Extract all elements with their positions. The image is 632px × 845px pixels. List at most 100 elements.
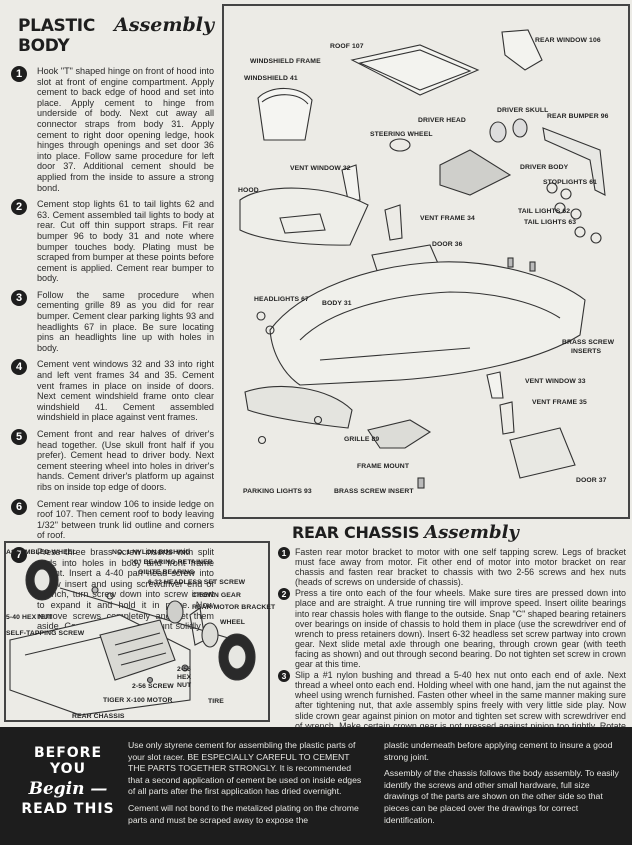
hex-nut-part xyxy=(181,664,189,672)
body-cockpit-outline xyxy=(299,291,561,341)
rear-bumper-part xyxy=(542,127,606,196)
body-step: 1 Hook "T" shaped hinge on front of hood … xyxy=(8,66,214,193)
label-hex-nut-5-40: 5-40 HEX NUT xyxy=(6,614,53,621)
step-text: Cement vent windows 32 and 33 into right… xyxy=(37,359,214,423)
step-number: 4 xyxy=(11,359,27,376)
step-text: Press a tire onto each of the four wheel… xyxy=(295,588,626,670)
rear-chassis-title-bold: REAR CHASSIS xyxy=(292,523,420,542)
label-hood: HOOD xyxy=(238,187,259,194)
label-tail-lights-62: TAIL LIGHTS 62 xyxy=(518,208,571,215)
stoplight-part xyxy=(560,188,572,200)
tail-light-part xyxy=(574,226,586,238)
label-headless-set-screw: 6-32 HEADLESS SET SCREW xyxy=(148,579,246,586)
label-oilite-bearing: OILITE BEARING xyxy=(138,569,195,576)
step-text: Follow the same procedure when cementing… xyxy=(37,289,214,353)
nylon-bushing-part xyxy=(91,586,99,594)
label-vent-frame-35: VENT FRAME 35 xyxy=(532,399,587,406)
step-number: 7 xyxy=(11,546,27,563)
body-step: 4 Cement vent windows 32 and 33 into righ… xyxy=(8,359,214,423)
footer-paragraph: plastic underneath before applying cemen… xyxy=(384,740,613,762)
windshield-frame-part xyxy=(261,94,309,105)
headlight-part xyxy=(265,325,275,335)
footer-column-left: Use only styrene cement for assembling t… xyxy=(128,740,366,831)
rear-window-part xyxy=(501,29,543,71)
label-roof: ROOF 107 xyxy=(330,43,364,50)
step-number: 3 xyxy=(11,289,27,306)
label-tire: TIRE xyxy=(208,698,224,705)
assembled-wheel-hub xyxy=(33,568,51,592)
label-hex-nut-2-56-line3: NUT xyxy=(177,682,192,689)
label-rear-bumper: REAR BUMPER 96 xyxy=(547,113,609,120)
roof-inner-outline xyxy=(358,49,472,91)
steering-wheel-part xyxy=(389,138,411,152)
step-number: 2 xyxy=(11,199,27,216)
label-rear-motor-bracket: REAR MOTOR BRACKET xyxy=(192,604,276,611)
step-number: 1 xyxy=(11,66,27,82)
tail-light-part xyxy=(570,208,582,220)
step-text: Cement rear window 106 to inside ledge o… xyxy=(37,498,214,541)
read-this-text: READ THIS xyxy=(21,801,115,817)
label-parking-lights: PARKING LIGHTS 93 xyxy=(243,488,312,495)
label-screw-2-56: 2-56 SCREW xyxy=(132,683,174,690)
label-wheel: WHEEL xyxy=(220,619,246,626)
rear-chassis-title-script: Assembly xyxy=(424,522,519,543)
label-vent-frame-34: VENT FRAME 34 xyxy=(420,215,475,222)
label-rear-window: REAR WINDOW 106 xyxy=(535,37,601,44)
driver-body-part xyxy=(439,149,512,196)
driver-head-part xyxy=(489,121,507,143)
windshield-part xyxy=(257,87,313,141)
label-brass-screw-inserts: BRASS SCREW xyxy=(562,339,615,346)
tire-hub xyxy=(227,644,247,670)
label-windshield-frame: WINDSHIELD FRAME xyxy=(250,58,321,65)
hood-part xyxy=(239,187,369,246)
label-tail-lights-63: TAIL LIGHTS 63 xyxy=(524,219,577,226)
label-stoplights: STOPLIGHTS 61 xyxy=(543,179,598,186)
step-number: 5 xyxy=(11,429,27,445)
label-bearing-retainer: "C" BEARING RETAINER xyxy=(130,559,213,566)
chassis-diagram-frame xyxy=(4,541,270,722)
step-number: 1 xyxy=(278,547,290,559)
begin-text: Begin — xyxy=(28,779,108,799)
plastic-body-instructions: PLASTIC BODY Assembly 1 Hook "T" shaped h… xyxy=(8,14,214,648)
before-you-text: BEFORE YOU xyxy=(33,745,103,777)
body-diagram-frame xyxy=(222,4,630,519)
plastic-body-title: PLASTIC BODY Assembly xyxy=(18,14,214,56)
label-frame-mount: FRAME MOUNT xyxy=(357,463,410,470)
label-hex-nut-2-56-line2: HEX xyxy=(177,674,192,681)
door-part xyxy=(509,427,576,479)
plastic-body-title-bold: PLASTIC BODY xyxy=(18,16,95,56)
label-vent-window-32: VENT WINDOW 32 xyxy=(290,165,351,172)
bearing-retainer-part xyxy=(106,592,114,600)
label-vent-window-33: VENT WINDOW 33 xyxy=(525,378,586,385)
step-number: 6 xyxy=(11,498,27,515)
body-step: 5 Cement front and rear halves of driver'… xyxy=(8,429,214,493)
car-body-part xyxy=(269,261,586,386)
tail-light-part xyxy=(590,232,602,244)
label-headlights: HEADLIGHTS 67 xyxy=(254,296,309,303)
step-text: Hook "T" shaped hinge on front of hood i… xyxy=(37,66,214,193)
screw-part xyxy=(146,676,154,684)
label-steering-wheel: STEERING WHEEL xyxy=(370,131,433,138)
label-rear-chassis: REAR CHASSIS xyxy=(72,713,125,720)
label-driver-skull: DRIVER SKULL xyxy=(497,107,549,114)
label-self-tapping-screw: SELF-TAPPING SCREW xyxy=(6,630,85,637)
label-driver-body: DRIVER BODY xyxy=(520,164,569,171)
label-grille: GRILLE 89 xyxy=(344,436,380,443)
brass-screw-insert-part xyxy=(507,257,514,268)
footer-column-right: plastic underneath before applying cemen… xyxy=(384,740,620,831)
vent-window-part xyxy=(486,371,504,399)
label-windshield: WINDSHIELD 41 xyxy=(244,75,298,82)
label-brass-screw-insert: BRASS SCREW INSERT xyxy=(334,488,414,495)
step-text: Cement front and rear halves of driver's… xyxy=(37,429,214,492)
parking-light-part xyxy=(257,435,267,445)
headlight-part xyxy=(256,311,266,321)
body-step: 6 Cement rear window 106 to inside ledge … xyxy=(8,498,214,541)
wheel-part xyxy=(201,622,219,648)
